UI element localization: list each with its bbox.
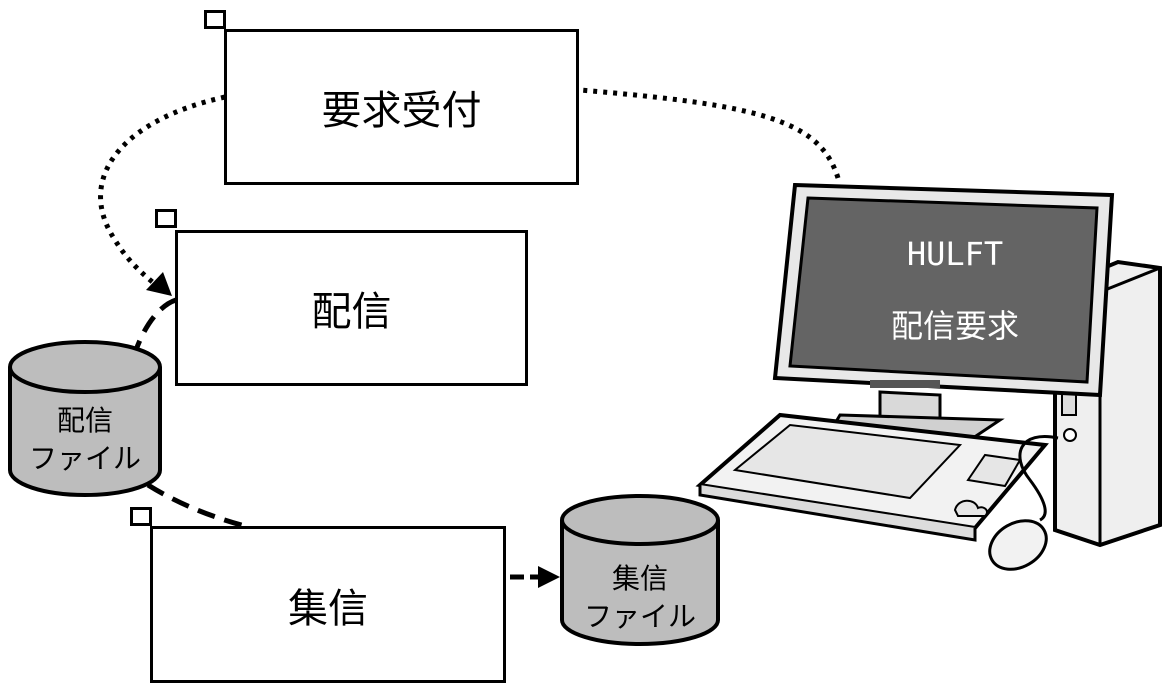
collect-file-line1: 集信: [611, 562, 668, 595]
dashed-connector-send-to-sendfile: [133, 297, 177, 351]
collect-box-corner: [130, 507, 152, 526]
collect-box: 集信: [150, 526, 506, 683]
dashed-connector-sendfile-to-collect: [146, 482, 246, 529]
dotted-connector-computer-to-request: [579, 87, 841, 179]
dotted-connector-request-to-send: [98, 94, 226, 290]
send-file-line1: 配信: [56, 404, 113, 437]
collect-label: 集信: [288, 585, 368, 632]
collect-arrowhead: [538, 566, 560, 588]
request-receive-box: 要求受付: [224, 29, 579, 185]
request-box-corner: [204, 10, 226, 29]
send-file-label: 配信 ファイル: [10, 402, 160, 478]
send-box: 配信: [175, 230, 528, 386]
screen-line-request: 配信要求: [890, 307, 1019, 345]
dotted-connector-arrowhead: [146, 272, 172, 296]
request-receive-label: 要求受付: [321, 88, 482, 134]
collect-file-label: 集信 ファイル: [562, 560, 718, 636]
monitor-screen-text: HULFT 配信要求: [830, 218, 1080, 362]
send-box-corner: [155, 209, 177, 228]
collect-file-line2: ファイル: [583, 600, 696, 633]
send-label: 配信: [311, 289, 392, 335]
send-file-line2: ファイル: [28, 442, 141, 475]
screen-line-hulft: HULFT: [906, 235, 1004, 273]
